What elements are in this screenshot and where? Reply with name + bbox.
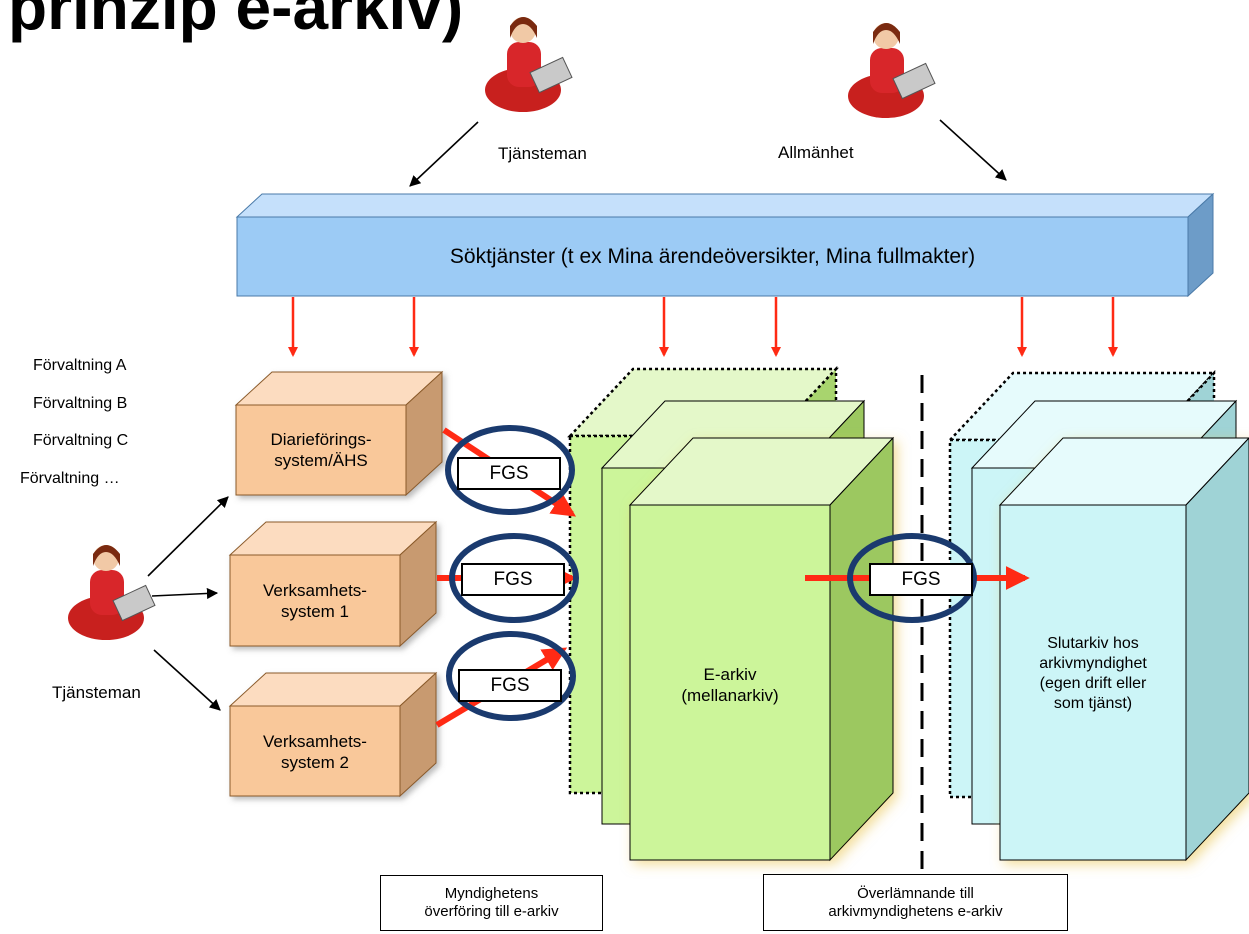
system-box-verksamhet2 bbox=[228, 671, 438, 798]
slutarkiv-stack bbox=[947, 369, 1249, 862]
system-label-verksamhet1: Verksamhets-system 1 bbox=[263, 581, 367, 622]
person-icon-top-left bbox=[485, 17, 573, 112]
arrow-tjansteman-to-search bbox=[409, 121, 479, 187]
search-bar-label: Söktjänster (t ex Mina ärendeöversikter,… bbox=[449, 245, 976, 268]
fgs-ellipses bbox=[445, 425, 977, 721]
arrow-allmanhet-to-search bbox=[939, 119, 1007, 181]
system-box-verksamhet1 bbox=[228, 520, 438, 648]
fgs-box-2: FGS bbox=[461, 563, 565, 596]
arrow-person-to-verksamhet2 bbox=[153, 649, 221, 711]
search-down-arrows bbox=[288, 297, 1118, 357]
earkiv-label: E-arkiv(mellanarkiv) bbox=[681, 665, 779, 706]
fgs-box-3: FGS bbox=[458, 669, 562, 702]
person-label-allmanhet: Allmänhet bbox=[778, 143, 854, 162]
arrow-person-to-diarie bbox=[147, 496, 229, 577]
system-label-diarie: Diarieförings-system/ÄHS bbox=[270, 430, 372, 471]
administration-c: Förvaltning C bbox=[33, 432, 129, 449]
fgs-box-1: FGS bbox=[457, 457, 561, 490]
system-box-diarie bbox=[234, 370, 444, 497]
person-icon-top-right bbox=[848, 23, 936, 118]
person-label-tjansteman-left: Tjänsteman bbox=[52, 683, 141, 702]
search-bar-box bbox=[235, 192, 1215, 298]
administration-b: Förvaltning B bbox=[33, 395, 128, 412]
system-label-verksamhet2: Verksamhets-system 2 bbox=[263, 732, 367, 773]
person-label-tjansteman-top: Tjänsteman bbox=[498, 144, 587, 163]
page-heading: prinzip e-arkiv) bbox=[8, 0, 464, 43]
person-icon-left bbox=[68, 545, 156, 640]
administration-a: Förvaltning A bbox=[33, 357, 127, 374]
fgs-box-4: FGS bbox=[869, 563, 973, 596]
arrow-person-to-verksamhet1 bbox=[151, 587, 219, 600]
administration-more: Förvaltning … bbox=[20, 470, 120, 487]
earkiv-stack bbox=[567, 365, 895, 862]
